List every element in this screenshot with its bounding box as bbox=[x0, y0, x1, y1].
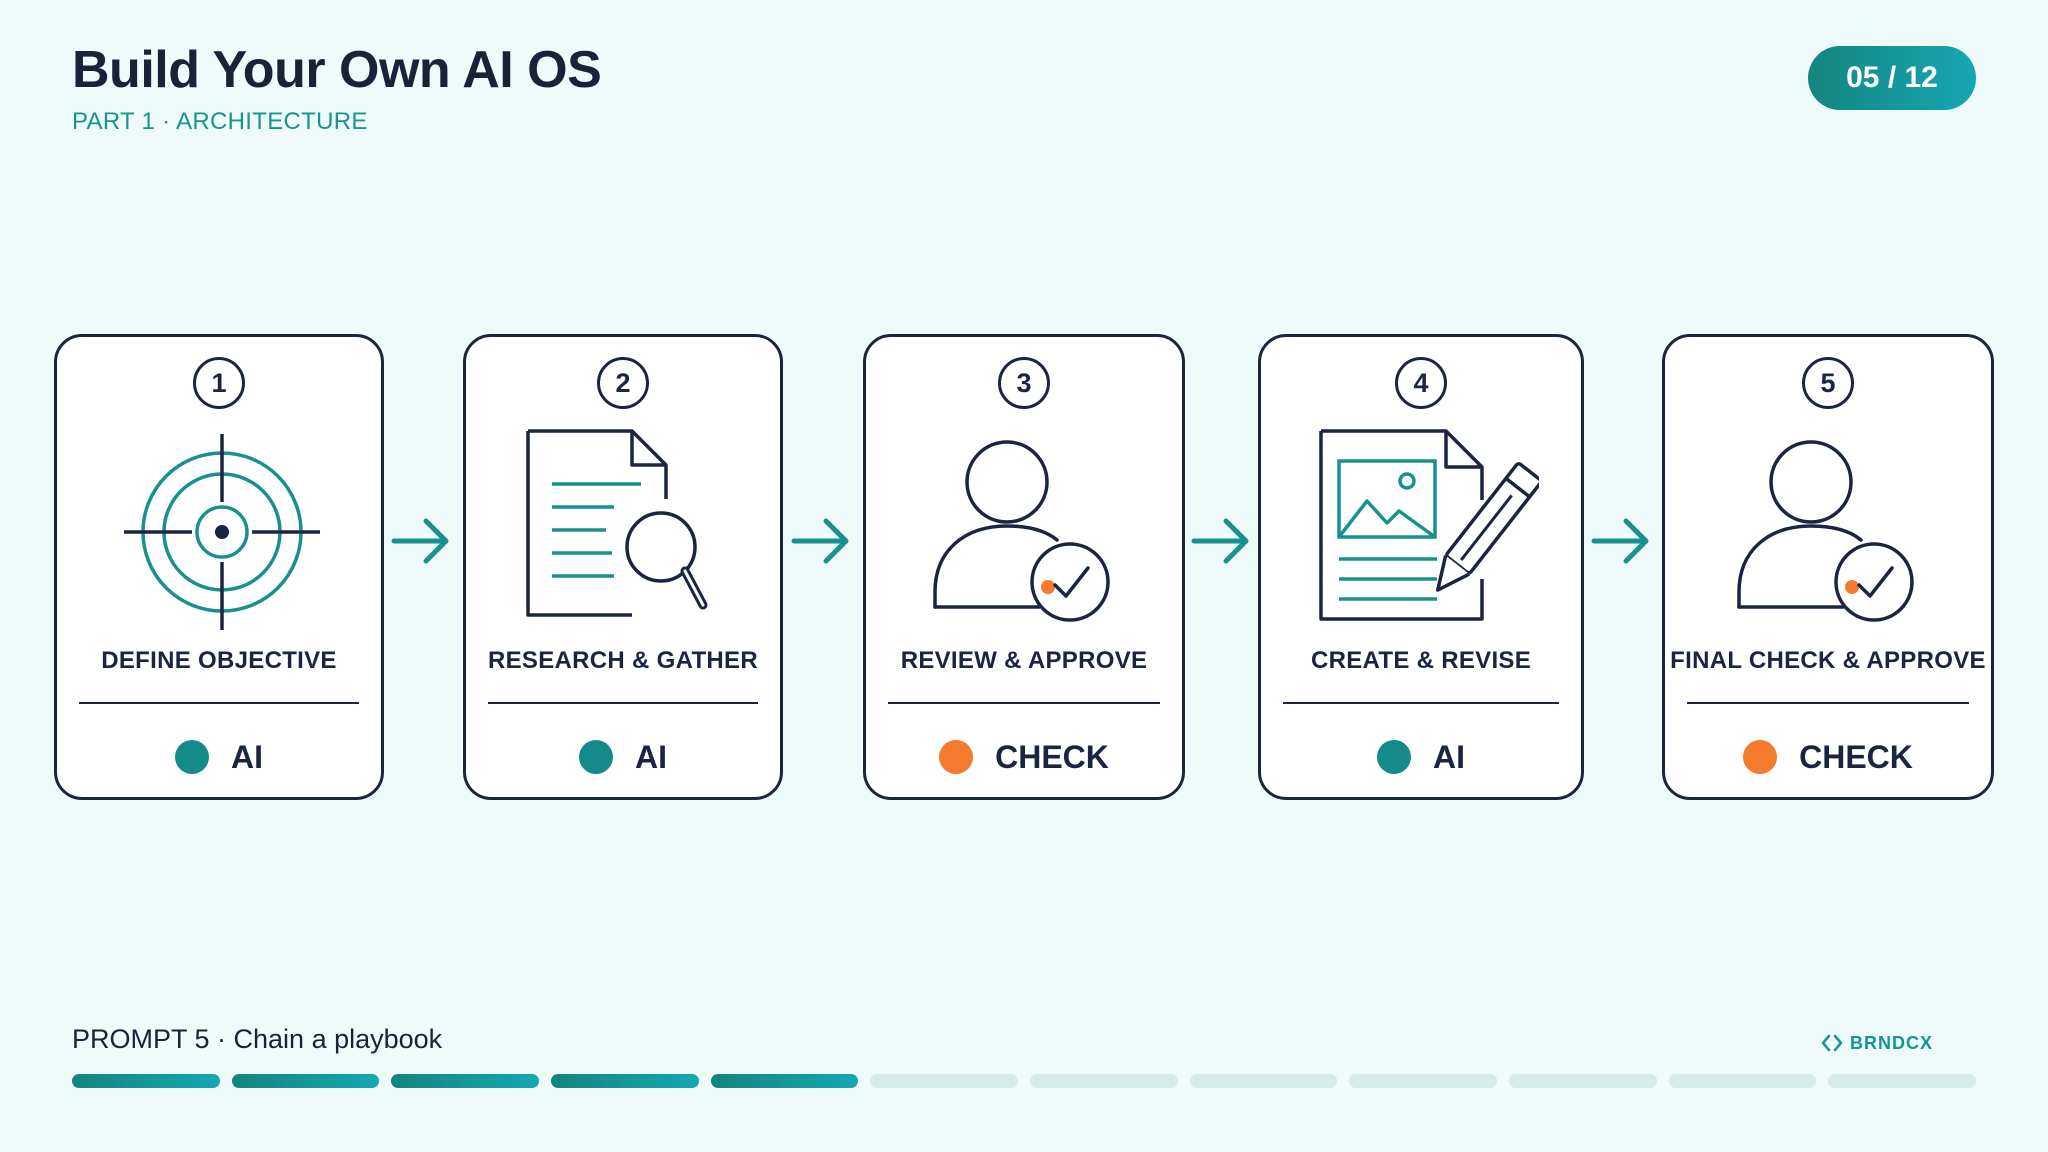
progress-segment bbox=[1030, 1074, 1178, 1088]
step-type-label: AI bbox=[231, 738, 263, 775]
arrow-right-icon bbox=[390, 514, 454, 568]
brand-name: BRNDCX bbox=[1850, 1032, 1934, 1053]
step-type-label: AI bbox=[1433, 738, 1465, 775]
ai-status-dot bbox=[175, 740, 209, 774]
progress-segment bbox=[1189, 1074, 1338, 1088]
step-number: 5 bbox=[1802, 357, 1854, 409]
step-label: REVIEW & APPROVE bbox=[900, 647, 1148, 674]
progress-segment bbox=[1349, 1074, 1498, 1088]
step-type-label: CHECK bbox=[995, 738, 1109, 775]
document-edit-icon bbox=[1319, 429, 1539, 629]
step-number: 1 bbox=[193, 357, 245, 409]
step-label: CREATE & REVISE bbox=[1310, 647, 1532, 674]
progress-segment bbox=[1828, 1074, 1977, 1088]
step-type-label: AI bbox=[635, 738, 667, 775]
arrow-right-icon bbox=[1590, 514, 1654, 568]
slide-progress-bar bbox=[72, 1074, 1977, 1088]
progress-segment bbox=[1668, 1074, 1817, 1088]
step-type-label: CHECK bbox=[1799, 738, 1913, 775]
step-label: DEFINE OBJECTIVE bbox=[101, 647, 337, 674]
step-number: 4 bbox=[1395, 357, 1447, 409]
step-type: AI bbox=[466, 727, 780, 787]
step-number: 2 bbox=[597, 357, 649, 409]
code-brackets-icon bbox=[1820, 1032, 1844, 1054]
page-subtitle: PART 1 · ARCHITECTURE bbox=[72, 108, 368, 135]
progress-segment bbox=[391, 1074, 540, 1088]
check-status-dot bbox=[1743, 740, 1778, 774]
card-divider bbox=[1687, 702, 1969, 704]
progress-segment bbox=[231, 1074, 380, 1088]
step-card-3: 3 REVIEW & APPROVE CHECK bbox=[863, 334, 1185, 800]
step-card-1: 1 DEFINE OBJECTIVE AI bbox=[54, 334, 384, 800]
progress-segment bbox=[1509, 1074, 1657, 1088]
card-divider bbox=[888, 702, 1160, 704]
page-title: Build Your Own AI OS bbox=[72, 41, 602, 99]
progress-segment bbox=[870, 1074, 1019, 1088]
step-label: FINAL CHECK & APPROVE bbox=[1670, 647, 1986, 674]
document-search-icon bbox=[526, 429, 726, 629]
step-type: AI bbox=[1261, 727, 1581, 787]
step-card-5: 5 FINAL CHECK & APPROVE CHECK bbox=[1662, 334, 1994, 800]
ai-status-dot bbox=[579, 740, 613, 774]
brand-logo: BRNDCX bbox=[1820, 1031, 1933, 1055]
arrow-right-icon bbox=[790, 514, 854, 568]
progress-segment bbox=[72, 1074, 220, 1088]
card-divider bbox=[79, 702, 359, 704]
progress-segment bbox=[551, 1074, 699, 1088]
page-indicator-badge: 05 / 12 bbox=[1808, 46, 1976, 110]
step-card-2: 2 RESEARCH & GATHER AI bbox=[463, 334, 783, 800]
user-check-icon bbox=[1731, 432, 1931, 632]
step-label: RESEARCH & GATHER bbox=[487, 647, 758, 674]
step-number: 3 bbox=[998, 357, 1050, 409]
target-icon bbox=[122, 432, 322, 632]
arrow-right-icon bbox=[1190, 514, 1254, 568]
step-type: CHECK bbox=[1665, 727, 1991, 787]
card-divider bbox=[1283, 702, 1559, 704]
user-check-icon bbox=[927, 432, 1127, 632]
progress-segment bbox=[710, 1074, 859, 1088]
prompt-label: PROMPT 5 · Chain a playbook bbox=[72, 1024, 443, 1054]
step-card-4: 4 CREATE & REVISE AI bbox=[1258, 334, 1584, 800]
step-type: CHECK bbox=[866, 727, 1182, 787]
card-divider bbox=[488, 702, 758, 704]
step-type: AI bbox=[57, 727, 381, 787]
check-status-dot bbox=[939, 740, 974, 774]
ai-status-dot bbox=[1377, 740, 1411, 774]
